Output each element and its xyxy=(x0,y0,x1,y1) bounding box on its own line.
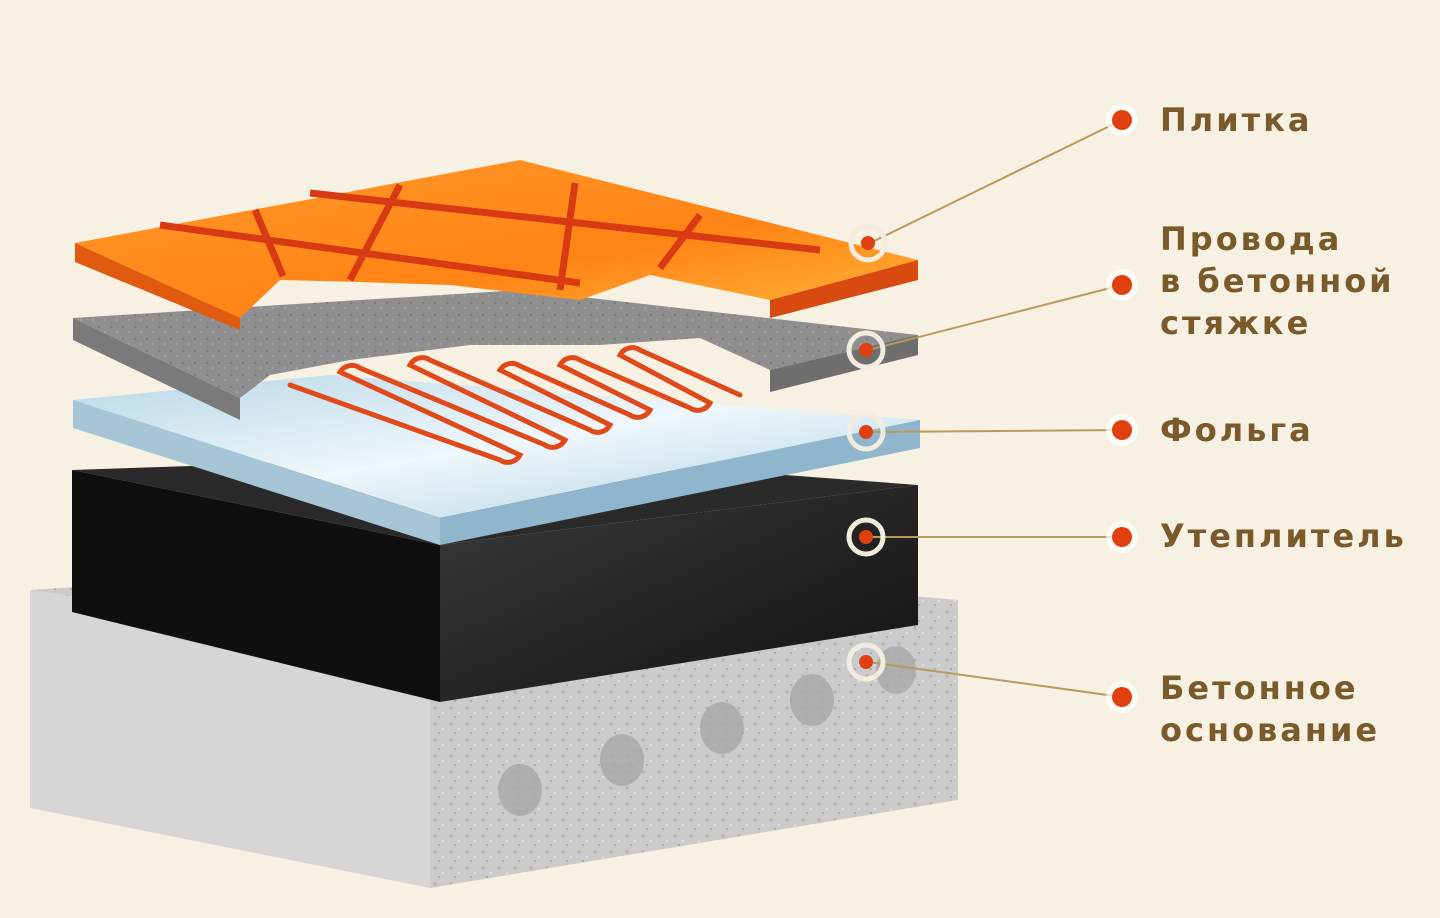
tile-grout-lines xyxy=(159,182,821,291)
insulation-marker-ring xyxy=(846,517,886,557)
base-marker-ring xyxy=(846,642,886,682)
foil-front-face xyxy=(440,420,920,545)
base-hole xyxy=(876,646,916,694)
insulation-marker-dot xyxy=(859,530,873,544)
tile-layer xyxy=(75,160,918,330)
base-hole xyxy=(790,674,834,726)
bullet-dot xyxy=(1112,420,1132,440)
tile-grout-line xyxy=(657,212,703,271)
foil-left-face xyxy=(73,400,440,545)
tile-grout-line xyxy=(159,221,581,287)
tile-top-face xyxy=(75,160,918,318)
foil-layer xyxy=(73,345,920,545)
leader-line-foil xyxy=(867,429,1123,433)
tile-left-face xyxy=(75,243,240,330)
tile-grout-line xyxy=(251,208,287,278)
screed-marker-ring xyxy=(846,330,886,370)
insulation-front-face xyxy=(440,485,918,702)
leader-line-screed xyxy=(867,284,1123,351)
label-screed: Провода в бетонной стяжке xyxy=(1160,218,1395,344)
leader-line-base xyxy=(867,661,1123,698)
base-marker-dot xyxy=(859,655,873,669)
bullet-dot xyxy=(1112,527,1132,547)
tile-grout-line xyxy=(346,183,404,282)
base-holes xyxy=(498,646,916,816)
label-line: Плитка xyxy=(1160,101,1313,139)
foil-marker-dot xyxy=(859,425,873,439)
label-line: Утеплитель xyxy=(1160,517,1407,555)
insulation-left-face xyxy=(72,470,440,702)
base-hole xyxy=(498,764,542,816)
screed-layer xyxy=(73,290,918,420)
screed-marker-dot xyxy=(859,343,873,357)
tile-grout-line xyxy=(556,182,579,291)
bullet-dot xyxy=(1112,110,1132,130)
label-line: стяжке xyxy=(1160,304,1312,342)
tile-front-face xyxy=(770,260,918,318)
bullet-dot xyxy=(1112,687,1132,707)
label-base: Бетонное основание xyxy=(1160,667,1380,751)
label-line: Фольга xyxy=(1160,411,1314,449)
label-line: Бетонное xyxy=(1160,669,1359,707)
label-line: Провода xyxy=(1160,220,1343,258)
foil-marker-ring xyxy=(846,412,886,452)
leader-lines xyxy=(867,119,1123,698)
tile-grout-line xyxy=(309,189,821,254)
label-line: основание xyxy=(1160,711,1381,749)
layer-markers xyxy=(846,223,888,682)
tile-marker-dot xyxy=(861,236,875,250)
leader-line-tile xyxy=(869,119,1123,244)
base-hole xyxy=(700,702,744,754)
tile-marker-ring xyxy=(848,223,888,263)
bullet-dot xyxy=(1112,275,1132,295)
heating-wire xyxy=(287,345,743,465)
screed-top-face xyxy=(73,290,918,398)
label-tile: Плитка xyxy=(1160,99,1313,141)
label-foil: Фольга xyxy=(1160,409,1314,451)
base-hole xyxy=(600,734,644,786)
label-bullets xyxy=(1106,104,1138,713)
screed-left-face xyxy=(73,318,240,420)
label-insulation: Утеплитель xyxy=(1160,515,1407,557)
label-line: в бетонной xyxy=(1160,262,1395,300)
